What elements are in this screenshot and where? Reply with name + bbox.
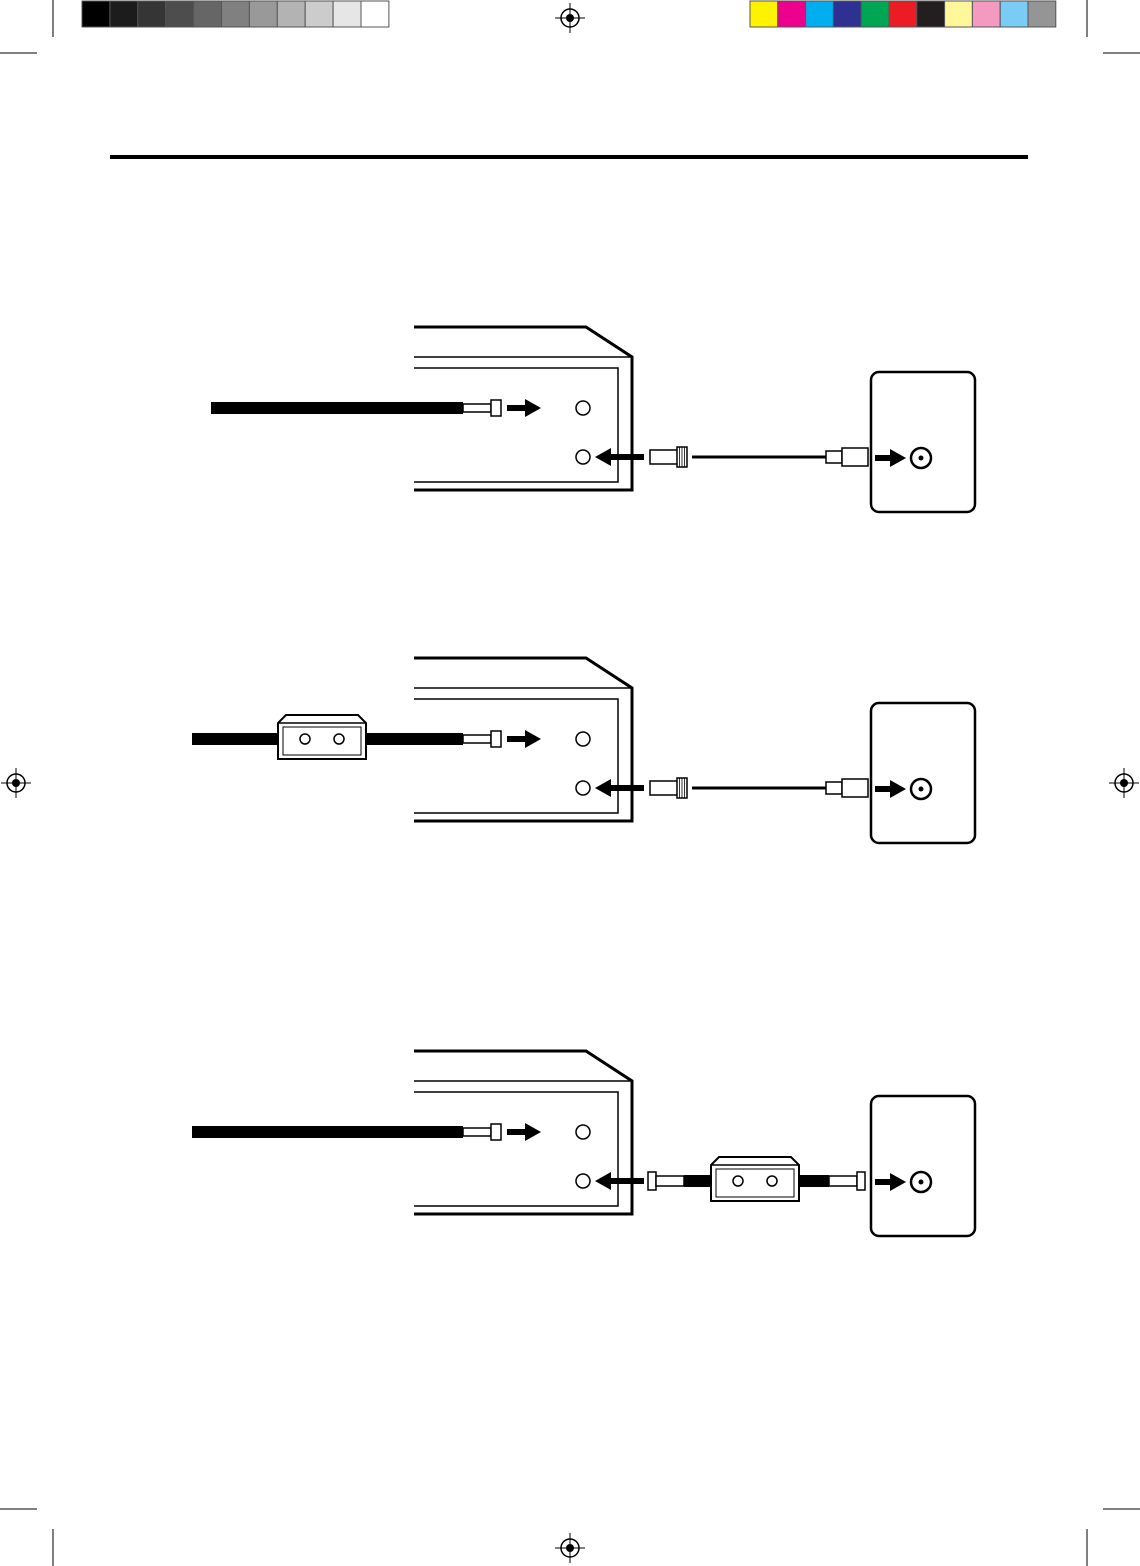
registration-target-icon bbox=[555, 3, 585, 33]
antenna-cable-connector bbox=[491, 731, 501, 747]
f-connector bbox=[650, 450, 678, 464]
color-swatch bbox=[972, 1, 1000, 27]
color-swatch bbox=[945, 1, 973, 27]
antenna-in-jack bbox=[576, 732, 590, 746]
antenna-cable-connector bbox=[491, 400, 501, 416]
color-swatch bbox=[1028, 1, 1056, 27]
gray-swatch bbox=[166, 1, 194, 27]
tv-set bbox=[871, 1096, 975, 1236]
gray-swatch bbox=[277, 1, 305, 27]
output-connector-left bbox=[648, 1172, 656, 1190]
connection-diagram-direct bbox=[0, 320, 1140, 540]
color-swatch bbox=[1000, 1, 1028, 27]
diagram-content bbox=[192, 658, 975, 843]
antenna-cable bbox=[192, 1126, 463, 1138]
antenna-cable bbox=[211, 402, 463, 414]
color-swatch bbox=[889, 1, 917, 27]
tv-set bbox=[871, 372, 975, 512]
input-converter-box bbox=[278, 715, 366, 759]
color-swatch bbox=[806, 1, 834, 27]
rf-cable-plug bbox=[826, 782, 842, 794]
registration-target-icon bbox=[555, 1533, 585, 1563]
gray-swatch bbox=[82, 1, 110, 27]
output-connector-right bbox=[857, 1172, 865, 1190]
f-connector bbox=[650, 781, 678, 795]
rf-out-jack bbox=[576, 450, 590, 464]
connection-diagram-output-box bbox=[0, 1044, 1140, 1264]
color-swatch bbox=[917, 1, 945, 27]
color-swatch bbox=[861, 1, 889, 27]
gray-swatch bbox=[138, 1, 166, 27]
gray-swatch bbox=[333, 1, 361, 27]
gray-swatch bbox=[305, 1, 333, 27]
antenna-in-jack bbox=[576, 1125, 590, 1139]
diagram-content bbox=[192, 1051, 975, 1236]
gray-swatch bbox=[222, 1, 250, 27]
tv-set bbox=[871, 703, 975, 843]
rf-cable-plug bbox=[826, 451, 842, 463]
gray-swatch bbox=[361, 1, 389, 27]
color-swatch bbox=[778, 1, 806, 27]
color-swatch bbox=[833, 1, 861, 27]
rf-out-jack bbox=[576, 781, 590, 795]
antenna-cable-connector bbox=[491, 1124, 501, 1140]
connection-diagram-input-box bbox=[0, 651, 1140, 871]
rf-out-jack bbox=[576, 1174, 590, 1188]
header-rule bbox=[110, 155, 1028, 159]
diagram-content bbox=[211, 327, 975, 512]
gray-swatch bbox=[249, 1, 277, 27]
color-swatch bbox=[750, 1, 778, 27]
gray-swatch bbox=[110, 1, 138, 27]
antenna-in-jack bbox=[576, 401, 590, 415]
output-converter-box bbox=[711, 1157, 799, 1201]
gray-swatch bbox=[194, 1, 222, 27]
